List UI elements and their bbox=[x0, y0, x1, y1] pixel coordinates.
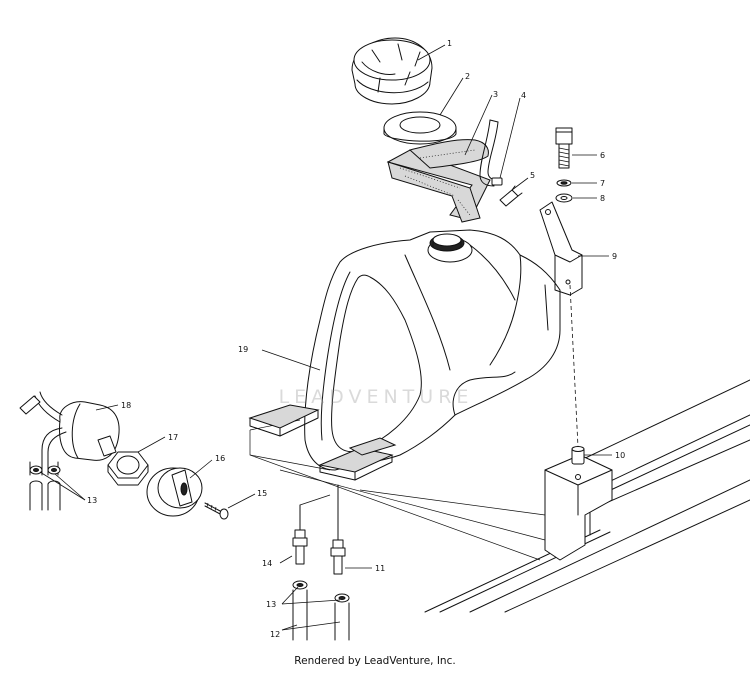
callout-10: 10 bbox=[615, 451, 625, 460]
callout-18: 18 bbox=[121, 401, 131, 410]
callout-7: 7 bbox=[600, 179, 605, 188]
fuel-hoses-12 bbox=[292, 589, 350, 641]
callout-14: 14 bbox=[262, 559, 272, 568]
fuel-cap-1 bbox=[351, 37, 433, 105]
callout-13-left: 13 bbox=[87, 496, 97, 505]
callout-12: 12 bbox=[270, 630, 280, 639]
callout-9: 9 bbox=[612, 252, 617, 261]
hose-clamps-13-left bbox=[29, 465, 61, 511]
mounting-pads bbox=[248, 404, 397, 481]
washer-8 bbox=[555, 193, 573, 203]
callout-2: 2 bbox=[465, 72, 470, 81]
screw-15 bbox=[204, 502, 229, 520]
callout-6: 6 bbox=[600, 151, 605, 160]
callout-labels: 1 2 3 4 5 6 7 8 9 10 11 12 13 13 14 15 1… bbox=[87, 39, 625, 639]
jam-nut-17 bbox=[107, 451, 149, 486]
leader-lines bbox=[39, 44, 612, 631]
callout-17: 17 bbox=[168, 433, 178, 442]
foam-pad-3 bbox=[386, 139, 491, 223]
rubber-bushing-10 bbox=[571, 446, 585, 465]
vent-hose-4 bbox=[479, 119, 503, 187]
fitting-14 bbox=[292, 494, 331, 565]
cap-gasket-2 bbox=[383, 111, 457, 145]
vent-fitting-5 bbox=[499, 185, 523, 207]
bolt-6 bbox=[555, 127, 573, 169]
fuel-tank bbox=[304, 229, 561, 471]
fitting-11 bbox=[330, 484, 346, 575]
callout-16: 16 bbox=[215, 454, 225, 463]
render-credit: Rendered by LeadVenture, Inc. bbox=[294, 655, 456, 667]
fuel-valve-18 bbox=[19, 391, 120, 476]
tank-support-bracket bbox=[544, 454, 613, 561]
callout-5: 5 bbox=[530, 171, 535, 180]
mount-bracket-9 bbox=[539, 201, 583, 296]
callout-13-lower: 13 bbox=[266, 600, 276, 609]
callout-8: 8 bbox=[600, 194, 605, 203]
callout-1: 1 bbox=[447, 39, 452, 48]
callout-11: 11 bbox=[375, 564, 385, 573]
hose-clamps-13-lower bbox=[292, 580, 350, 603]
callout-4: 4 bbox=[521, 91, 526, 100]
lock-washer-7 bbox=[556, 179, 572, 187]
valve-knob-16 bbox=[146, 467, 203, 517]
callout-3: 3 bbox=[493, 90, 498, 99]
callout-19: 19 bbox=[238, 345, 248, 354]
callout-15: 15 bbox=[257, 489, 267, 498]
